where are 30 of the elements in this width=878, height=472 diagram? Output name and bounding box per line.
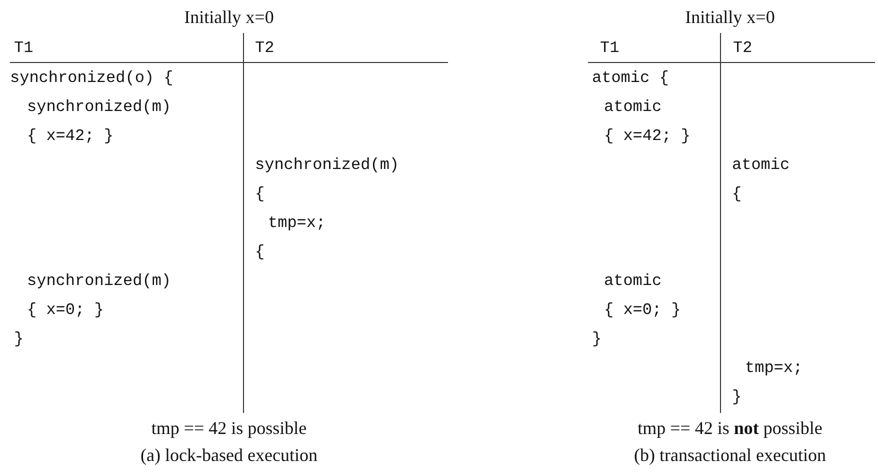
code-line: synchronized(o) { bbox=[10, 68, 174, 88]
code-line: synchronized(m) bbox=[27, 97, 172, 117]
column-header: T1 bbox=[14, 38, 34, 58]
title-text: Initially x=0 bbox=[184, 7, 274, 27]
caption-text: (a) lock-based execution bbox=[140, 445, 318, 465]
code-line: tmp=x; bbox=[745, 358, 803, 378]
code-line: atomic bbox=[604, 97, 662, 117]
code-line: atomic bbox=[604, 271, 662, 291]
column-header: T2 bbox=[733, 38, 752, 58]
code-line: } bbox=[592, 329, 602, 349]
title-text: Initially x=0 bbox=[685, 7, 775, 27]
caption-text: (b) transactional execution bbox=[634, 445, 826, 465]
result-text: tmp == 42 is not possible bbox=[638, 418, 822, 438]
code-line: { bbox=[255, 184, 265, 204]
code-line: } bbox=[14, 329, 24, 349]
code-line: { x=0; } bbox=[604, 300, 681, 320]
code-line: } bbox=[732, 387, 742, 407]
code-line: { bbox=[732, 184, 742, 204]
column-header: T2 bbox=[255, 38, 274, 58]
code-line: tmp=x; bbox=[268, 213, 326, 233]
column-header: T1 bbox=[600, 38, 620, 58]
result-text: tmp == 42 is possible bbox=[151, 418, 307, 438]
code-line: synchronized(m) bbox=[27, 271, 172, 291]
code-line: { x=0; } bbox=[27, 300, 104, 320]
code-line: atomic bbox=[732, 155, 790, 175]
code-line: atomic { bbox=[592, 68, 669, 88]
code-line: synchronized(m) bbox=[255, 155, 400, 175]
code-line: { bbox=[255, 242, 265, 262]
code-line: { x=42; } bbox=[27, 126, 114, 146]
code-line: { x=42; } bbox=[604, 126, 690, 146]
